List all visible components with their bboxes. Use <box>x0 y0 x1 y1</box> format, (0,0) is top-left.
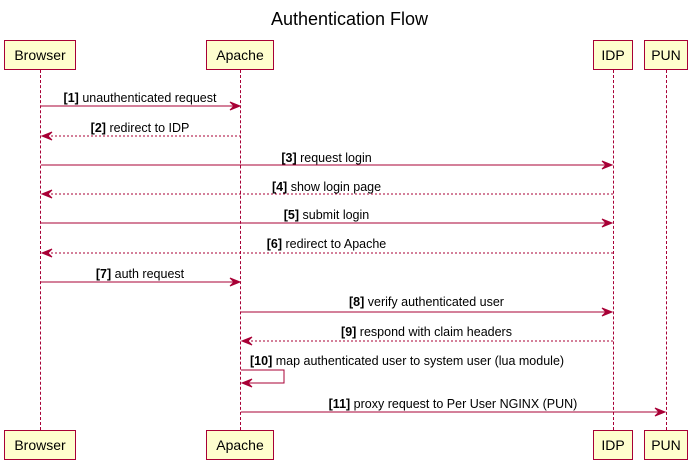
participant-apache-top: Apache <box>206 40 274 70</box>
message-6-label: [6] redirect to Apache <box>40 237 613 251</box>
message-10-number: [10] <box>250 354 273 368</box>
message-4-arrowhead <box>40 189 53 199</box>
message-3-arrowhead <box>601 160 614 170</box>
message-3-number: [3] <box>281 151 297 165</box>
message-3-label: [3] request login <box>40 151 613 165</box>
message-5-text: submit login <box>302 208 370 222</box>
message-4-text: show login page <box>290 180 382 194</box>
message-7-label: [7] auth request <box>0 267 280 281</box>
message-10-text: map authenticated user to system user (l… <box>275 354 565 368</box>
diagram-title: Authentication Flow <box>270 9 429 29</box>
participant-idp-bottom: IDP <box>593 430 633 460</box>
message-10-arrow <box>241 369 285 384</box>
participant-browser-top: Browser <box>4 40 76 70</box>
message-8-arrowhead <box>601 307 614 317</box>
message-4-number: [4] <box>271 180 288 194</box>
message-7-text: auth request <box>114 267 185 281</box>
message-10-label: [10] map authenticated user to system us… <box>250 354 564 368</box>
message-9-arrowhead <box>240 336 253 346</box>
message-1-number: [1] <box>63 91 79 105</box>
message-11-arrowhead <box>654 407 667 417</box>
participant-idp-top: IDP <box>593 40 633 70</box>
message-11-label: [11] proxy request to Per User NGINX (PU… <box>240 397 666 411</box>
message-5-label: [5] submit login <box>40 208 613 222</box>
lifeline-apache <box>240 70 241 430</box>
lifeline-browser <box>40 70 41 430</box>
message-1-arrowhead <box>229 101 242 111</box>
message-2-text: redirect to IDP <box>109 121 190 135</box>
lifeline-idp <box>613 70 614 430</box>
message-5-number: [5] <box>283 208 300 222</box>
message-1-label: [1] unauthenticated request <box>0 91 280 105</box>
message-6-arrowhead <box>40 248 53 258</box>
message-8-number: [8] <box>349 295 365 309</box>
message-10-arrowhead <box>240 378 253 388</box>
message-7-number: [7] <box>95 267 112 281</box>
message-2-number: [2] <box>90 121 106 135</box>
message-6-text: redirect to Apache <box>285 237 387 251</box>
message-9-number: [9] <box>341 325 357 339</box>
message-5-arrowhead <box>601 218 614 228</box>
message-11-text: proxy request to Per User NGINX (PUN) <box>353 397 578 411</box>
message-2-label: [2] redirect to IDP <box>0 121 280 135</box>
participant-apache-bottom: Apache <box>206 430 274 460</box>
message-3-text: request login <box>300 151 372 165</box>
message-6-number: [6] <box>266 237 283 251</box>
participant-pun-bottom: PUN <box>644 430 688 460</box>
message-2-arrowhead <box>40 131 53 141</box>
message-8-label: [8] verify authenticated user <box>240 295 613 309</box>
message-1-text: unauthenticated request <box>82 91 217 105</box>
message-9-label: [9] respond with claim headers <box>240 325 613 339</box>
lifeline-pun <box>666 70 667 430</box>
message-9-text: respond with claim headers <box>359 325 512 339</box>
message-8-text: verify authenticated user <box>367 295 504 309</box>
participant-browser-bottom: Browser <box>4 430 76 460</box>
participant-pun-top: PUN <box>644 40 688 70</box>
message-4-label: [4] show login page <box>40 180 613 194</box>
message-7-arrowhead <box>229 277 242 287</box>
message-11-number: [11] <box>328 397 351 411</box>
